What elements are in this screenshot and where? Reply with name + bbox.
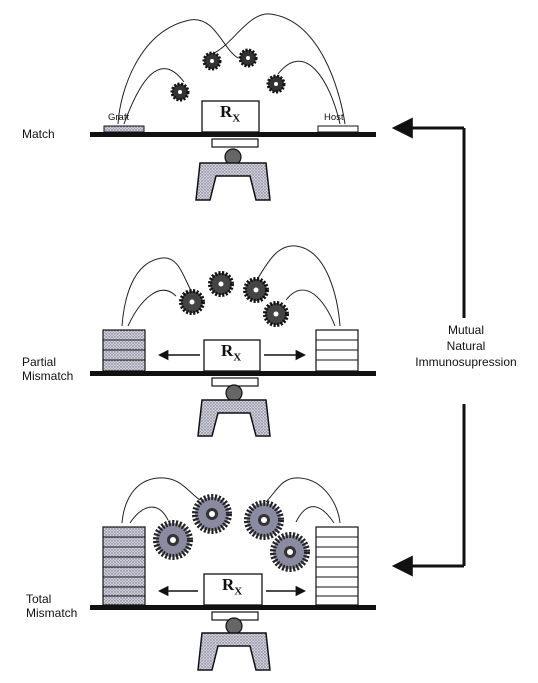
panel-label-match: Match xyxy=(22,127,55,141)
panel-total-mismatch xyxy=(90,477,376,671)
immune-curve xyxy=(123,68,185,125)
graft-stack xyxy=(102,526,146,606)
side-label-line: Immunosupression xyxy=(415,355,517,369)
panel-match xyxy=(90,13,376,201)
rx-box xyxy=(203,339,261,372)
host-stack xyxy=(315,526,359,606)
immune-cell xyxy=(202,51,222,71)
immune-curve xyxy=(295,506,335,524)
rx-box xyxy=(203,573,263,606)
panel-label-line: Mismatch xyxy=(26,606,78,620)
rx-letter: R xyxy=(222,575,235,594)
immune-curve xyxy=(127,289,177,327)
rx-subscript: X xyxy=(232,112,241,125)
panel-partial-mismatch xyxy=(90,245,376,437)
graft-label: Graft xyxy=(108,112,130,123)
panel-label-total-mismatch: Total Mismatch xyxy=(26,592,77,620)
rx-label: RX xyxy=(222,575,243,598)
rx-label: RX xyxy=(221,341,242,364)
panel-label-line: Partial xyxy=(22,355,57,369)
immune-curve xyxy=(121,477,201,524)
immune-curve xyxy=(277,60,341,125)
immune-cell xyxy=(179,289,205,315)
side-label-line: Natural xyxy=(446,339,486,353)
rx-box xyxy=(201,100,260,133)
rx-subscript: X xyxy=(233,351,242,364)
immune-cell xyxy=(192,494,232,534)
immune-cell xyxy=(170,82,190,102)
immune-cell xyxy=(208,271,234,297)
rx-letter: R xyxy=(220,102,233,121)
immune-cell xyxy=(153,520,193,560)
immune-curve xyxy=(117,19,239,125)
balance-beam xyxy=(90,371,376,376)
balance-beam xyxy=(90,605,376,610)
immune-curve xyxy=(121,257,193,327)
rx-label: RX xyxy=(220,102,241,125)
immune-curve xyxy=(211,13,346,125)
rx-subscript: X xyxy=(234,585,243,598)
host-stack xyxy=(315,329,359,372)
panel-label-partial-mismatch: Partial Mismatch xyxy=(22,355,73,383)
fulcrum xyxy=(197,377,271,437)
immune-cell xyxy=(243,277,269,303)
immune-cell xyxy=(270,532,310,572)
host-label: Host xyxy=(324,112,344,123)
panel-label-line: Mismatch xyxy=(22,369,74,383)
feedback-bracket xyxy=(391,117,466,577)
panel-label-line: Match xyxy=(22,127,55,141)
rx-letter: R xyxy=(221,341,234,360)
fulcrum xyxy=(195,138,271,201)
graft-stack xyxy=(102,329,146,372)
immune-curve xyxy=(257,245,341,327)
balance-beam xyxy=(90,132,376,137)
immune-cell xyxy=(238,48,258,68)
immune-curve xyxy=(285,289,336,327)
immune-curve xyxy=(265,477,341,524)
side-label-line: Mutual xyxy=(447,323,485,337)
panel-label-line: Total xyxy=(26,592,52,606)
host-block xyxy=(317,125,359,133)
immune-cell xyxy=(244,500,284,540)
mutual-natural-immunosupression-label: Mutual Natural Immunosupression xyxy=(402,322,530,370)
fulcrum xyxy=(197,611,271,671)
immune-cell xyxy=(263,301,289,327)
immune-curve xyxy=(129,506,169,524)
graft-block xyxy=(103,125,145,133)
immune-cell xyxy=(266,74,286,94)
